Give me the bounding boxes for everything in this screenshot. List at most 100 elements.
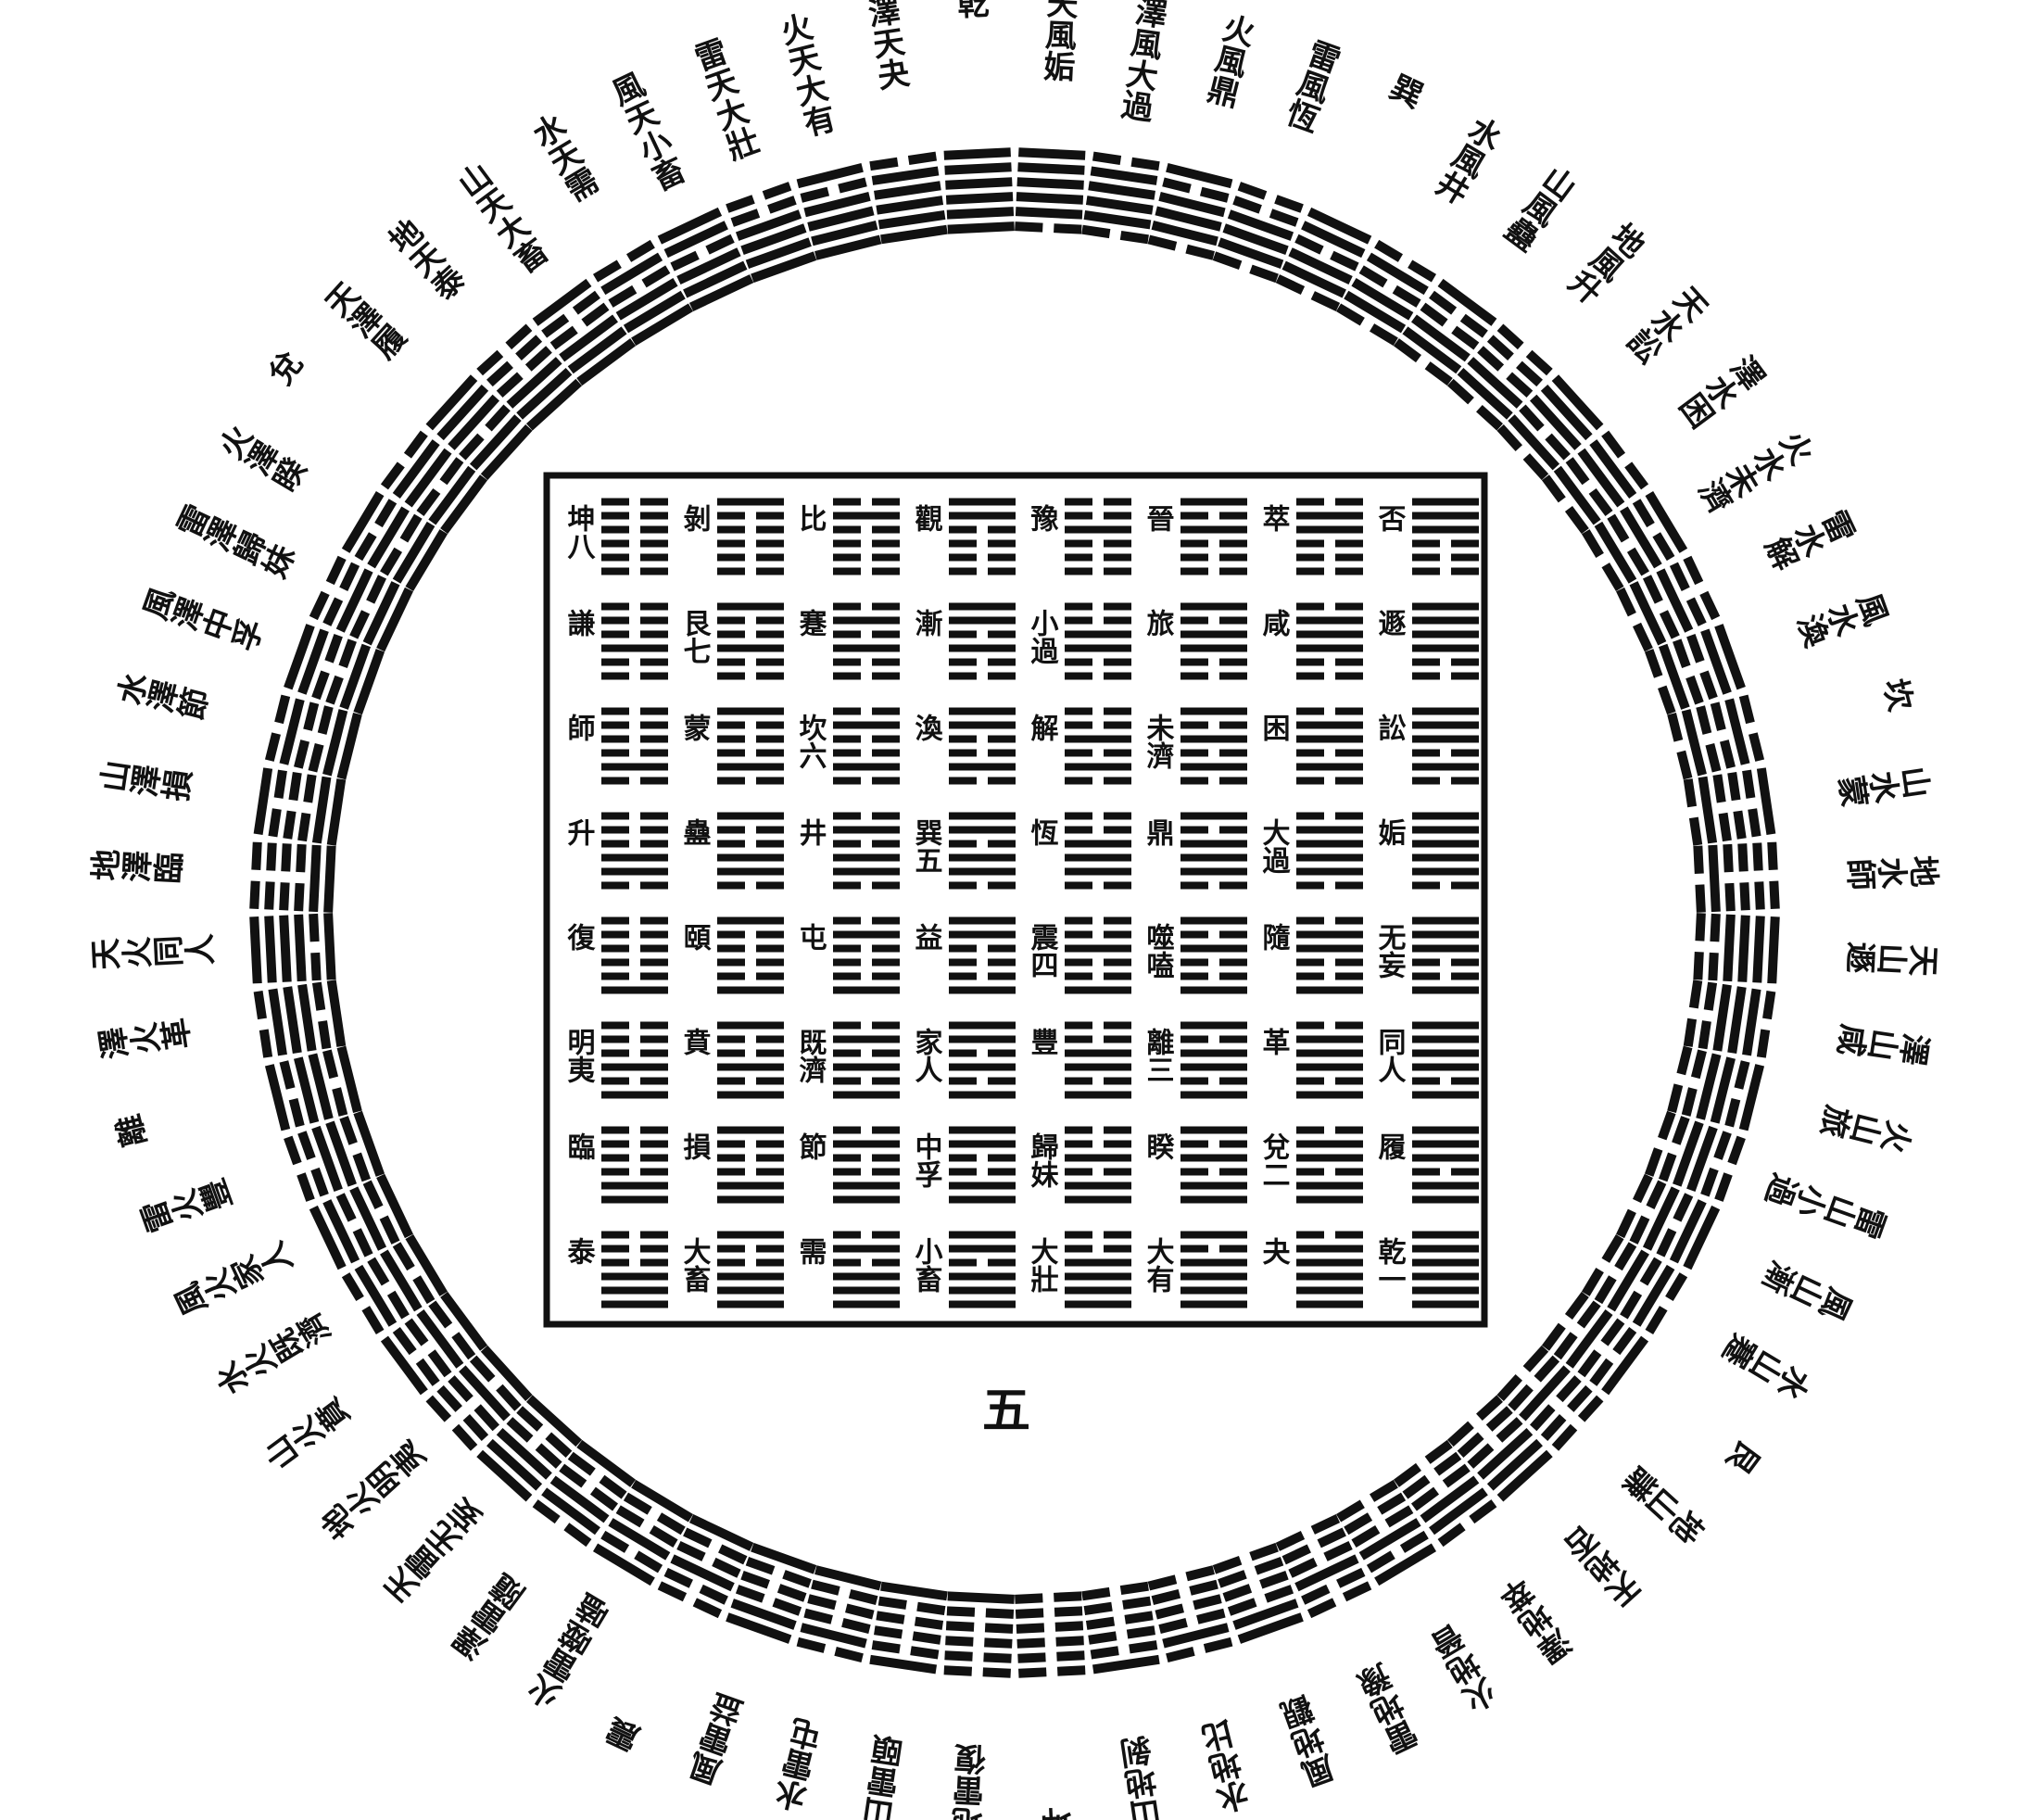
square-cell: 咸	[1257, 602, 1363, 680]
yin-line-left	[1180, 1168, 1208, 1176]
hexagram-square: 乾一夬大有大壯小畜需大畜泰履兌二睽歸妹中孚節損臨同人革離三豐家人既濟賁明夷无妄隨…	[562, 498, 1479, 1308]
yin-line-right	[1645, 1306, 1668, 1335]
yang-line	[1642, 1186, 1680, 1251]
yin-line-right	[532, 1499, 561, 1524]
yin-line-right	[1451, 1168, 1479, 1176]
yin-line-right	[1516, 360, 1543, 387]
yin-line-right	[1104, 512, 1131, 520]
yang-line	[949, 763, 1016, 771]
yang-line	[814, 1565, 882, 1591]
yin-line-right	[1451, 325, 1480, 350]
yin-line-left	[949, 944, 977, 953]
circle-hexagram: 坎	[1667, 670, 1918, 780]
yang-line	[1180, 498, 1247, 506]
yin-line-left	[717, 658, 745, 666]
yin-line-left	[833, 972, 861, 980]
square-cell: 困	[1257, 707, 1363, 785]
yin-line-left	[601, 1154, 629, 1162]
square-hexagram-label: 既濟	[794, 1028, 827, 1083]
square-hexagram	[601, 1021, 668, 1099]
yang-line	[1727, 986, 1747, 1054]
yin-line-right	[1104, 553, 1131, 562]
yin-line-left	[1180, 826, 1208, 834]
circle-hexagram-label: 艮	[1722, 1431, 1770, 1480]
yin-line-right	[756, 721, 784, 729]
yin-line-left	[1665, 1272, 1688, 1301]
square-cell: 謙	[562, 602, 668, 680]
yang-line	[1351, 278, 1414, 321]
yang-line	[284, 624, 315, 690]
yin-line-left	[259, 1029, 273, 1058]
yin-line-right	[988, 567, 1016, 575]
yin-line-left	[601, 602, 629, 611]
yin-line-left	[833, 567, 861, 575]
yang-line	[807, 206, 875, 232]
yin-line-right	[1589, 1358, 1614, 1386]
yang-line	[833, 1063, 900, 1071]
circle-hexagram-label: 地風升	[1559, 214, 1650, 309]
yang-line	[392, 521, 436, 584]
square-hexagram-label: 萃	[1257, 504, 1290, 532]
yin-line-left	[833, 1077, 861, 1085]
yang-line	[947, 1591, 1015, 1604]
yang-line	[1296, 826, 1363, 834]
yin-line-right	[322, 1049, 339, 1080]
yin-line-right	[640, 602, 668, 611]
yin-line-right	[1496, 1374, 1522, 1401]
hexagram-circle: 乾澤天夬火天大有雷天大壯風天小畜水天需山天大畜地天泰天澤履兌火澤睽雷澤歸妹風澤中…	[88, 0, 1941, 1820]
yang-line	[949, 1035, 1016, 1043]
yin-line-right	[1626, 547, 1649, 576]
yin-line-right	[1506, 372, 1534, 398]
square-hexagram	[833, 916, 900, 994]
yin-line-left	[833, 1258, 861, 1267]
yin-line-left	[601, 1140, 629, 1148]
yin-line-right	[1457, 1432, 1484, 1459]
yin-line-right	[1451, 749, 1479, 757]
yin-line-left	[1762, 990, 1776, 1020]
yin-line-right	[1219, 972, 1247, 980]
yin-line-right	[943, 1665, 973, 1676]
yin-line-left	[1607, 513, 1630, 543]
yin-line-left	[1412, 539, 1440, 548]
yin-line-left	[1180, 1077, 1208, 1085]
yin-line-right	[324, 633, 343, 664]
square-cell: 晉	[1142, 498, 1247, 575]
yin-line-left	[1065, 1077, 1092, 1085]
yang-line	[1700, 628, 1732, 695]
square-hexagram-label: 豐	[1026, 1028, 1058, 1055]
square-hexagram	[1296, 1231, 1363, 1308]
yin-line-left	[985, 1608, 1015, 1619]
yin-line-left	[1092, 151, 1122, 165]
yin-line-right	[640, 749, 668, 757]
square-cell: 姤	[1373, 812, 1479, 890]
yin-line-left	[1767, 841, 1778, 871]
yin-line-right	[640, 630, 668, 638]
yang-line	[1724, 698, 1750, 765]
yang-line	[833, 826, 900, 834]
yang-line	[1601, 1335, 1649, 1396]
yang-line	[1467, 357, 1523, 409]
yang-line	[1065, 986, 1131, 994]
circle-hexagram-label: 震	[601, 1713, 649, 1759]
square-hexagram	[1296, 1126, 1363, 1204]
yin-line-right	[1335, 539, 1363, 548]
yang-line	[601, 1300, 668, 1308]
circle-hexagram: 巽	[1275, 67, 1428, 311]
square-hexagram-label: 姤	[1373, 818, 1407, 847]
yin-line-right	[756, 881, 784, 890]
yin-line-right	[640, 512, 668, 520]
yang-line	[683, 260, 748, 298]
yang-line	[1065, 1091, 1131, 1099]
yin-line-left	[1673, 1193, 1694, 1222]
yin-line-left	[1424, 1439, 1453, 1464]
yin-line-right	[1219, 658, 1247, 666]
yin-line-left	[833, 1049, 861, 1057]
square-cell: 坎六	[794, 707, 900, 785]
yin-line-right	[756, 1154, 784, 1162]
yang-line	[354, 1264, 398, 1327]
yin-line-right	[1015, 1608, 1044, 1619]
yin-line-right	[1335, 707, 1363, 715]
circle-hexagram-label: 坤	[1040, 1806, 1079, 1820]
yang-line	[833, 1195, 900, 1204]
circle-hexagram-label: 火山旅	[1816, 1097, 1918, 1156]
